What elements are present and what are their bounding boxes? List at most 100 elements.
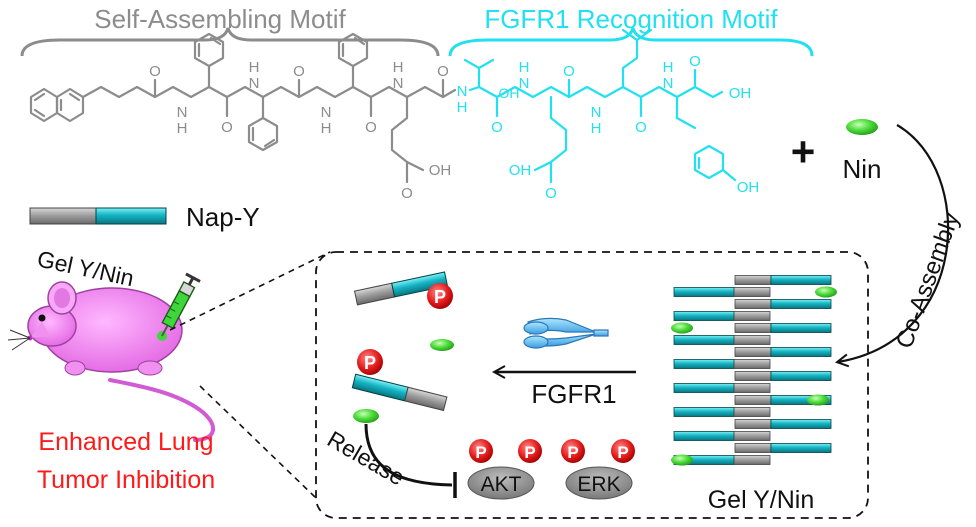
atom-o: O <box>401 185 413 202</box>
gray-side-chains <box>153 32 445 184</box>
phospho-badge <box>357 349 383 375</box>
atom-o: O <box>221 119 233 136</box>
nin-drug-icon <box>815 286 837 298</box>
atom-h: H <box>663 59 674 76</box>
recognition-brace <box>448 27 814 57</box>
atom-n: N <box>663 75 674 92</box>
mouse-icon <box>7 281 215 442</box>
atom-h: H <box>591 120 602 137</box>
phospho-label: P <box>524 443 535 462</box>
gel-fiber <box>673 335 771 345</box>
atom-o: O <box>635 119 647 136</box>
gel-fiber <box>673 407 771 417</box>
atom-h: H <box>519 59 530 76</box>
gel-fiber <box>734 299 832 309</box>
cyan-side-chains <box>463 28 737 184</box>
peptide-backbone-cyan <box>468 85 724 99</box>
phospho-badge <box>427 283 453 309</box>
gel-fiber <box>673 287 771 297</box>
gel-fiber <box>673 431 771 441</box>
phospho-badge <box>469 439 493 463</box>
gel-fiber <box>673 383 771 393</box>
nin-drug-icon <box>671 322 693 334</box>
phospho-label: P <box>617 443 628 462</box>
atom-o: O <box>149 63 161 80</box>
atom-n: N <box>321 104 332 121</box>
phospho-label: P <box>434 287 446 307</box>
atom-oh: OH <box>737 179 760 196</box>
nin-drug-icon <box>807 394 829 406</box>
zoom-line-top <box>169 251 331 331</box>
atom-h: H <box>249 59 260 76</box>
mechanism-panel <box>315 251 869 519</box>
erk-kinase <box>565 466 633 500</box>
naphthalene-group <box>29 87 85 123</box>
nin-drug-icon <box>846 119 878 135</box>
akt-label: AKT <box>481 473 522 496</box>
atom-o: O <box>491 119 503 136</box>
phospho-badge <box>561 439 585 463</box>
self-assembling-brace <box>20 27 440 57</box>
gel-fiber <box>734 395 832 405</box>
phospho-label: P <box>567 443 578 462</box>
peptide-backbone-gray <box>81 85 457 99</box>
atom-n: N <box>177 104 188 121</box>
phospho-label: P <box>364 353 376 373</box>
fgfr1-receptor-icon <box>523 317 609 349</box>
release-inhibition-arrow <box>364 423 453 487</box>
co-assembly-arrow <box>838 124 950 362</box>
nap-y-molecule: H N O H N O H N O H N O O O OH N H OH O … <box>29 28 760 202</box>
gel-fiber <box>734 275 832 285</box>
phospho-badge <box>611 439 635 463</box>
gel-fiber <box>734 371 832 381</box>
gel-bottom-label: Gel Y/Nin <box>708 486 815 514</box>
nin-drug-icon <box>353 409 379 423</box>
atom-n: N <box>591 104 602 121</box>
nin-drug-icon <box>671 454 693 466</box>
akt-kinase <box>467 466 535 500</box>
outcome-line-2: Tumor Inhibition <box>37 466 215 494</box>
atom-h: H <box>457 99 468 116</box>
atom-oh: OH <box>729 85 752 102</box>
plus-sign: + <box>791 128 816 175</box>
atom-o: O <box>689 53 701 70</box>
atom-n: N <box>519 75 530 92</box>
gel-fiber <box>734 347 832 357</box>
zoom-line-bottom <box>199 385 317 499</box>
atom-o: O <box>365 119 377 136</box>
nin-label: Nin <box>842 154 881 184</box>
released-nap-y-rod-1 <box>353 271 449 306</box>
atom-o: O <box>545 185 557 202</box>
atom-h: H <box>177 120 188 137</box>
atom-oh: OH <box>499 85 520 101</box>
gel-fiber <box>673 311 771 321</box>
nap-y-label: Nap-Y <box>186 202 260 232</box>
gel-fiber <box>734 323 832 333</box>
gel-fiber <box>734 443 832 453</box>
nin-drug-icon <box>430 339 454 351</box>
gel-injection-label: Gel Y/Nin <box>35 245 136 291</box>
gel-fiber <box>673 359 771 369</box>
gel-fiber-stack <box>671 275 837 466</box>
self-assembling-motif-title: Self-Assembling Motif <box>94 4 346 34</box>
fgfr1-label: FGFR1 <box>531 379 616 409</box>
atom-h: H <box>321 120 332 137</box>
atom-n: N <box>393 75 404 92</box>
atom-n: N <box>457 83 468 100</box>
atom-o: O <box>437 63 449 80</box>
phospho-label: P <box>475 443 486 462</box>
nap-y-rod-legend <box>29 207 167 225</box>
atom-oh: OH <box>509 162 532 179</box>
atom-o: O <box>293 63 305 80</box>
phospho-badge <box>518 439 542 463</box>
released-nap-y-rod-2 <box>351 373 448 412</box>
atom-o: O <box>563 63 575 80</box>
atom-n: N <box>249 75 260 92</box>
atom-oh: OH <box>429 162 452 179</box>
outcome-line-1: Enhanced Lung <box>38 428 213 456</box>
co-assembly-label: Co-Assembly <box>891 209 965 352</box>
gel-fiber <box>734 419 832 429</box>
syringe-icon <box>161 272 201 337</box>
erk-label: ERK <box>577 473 620 496</box>
